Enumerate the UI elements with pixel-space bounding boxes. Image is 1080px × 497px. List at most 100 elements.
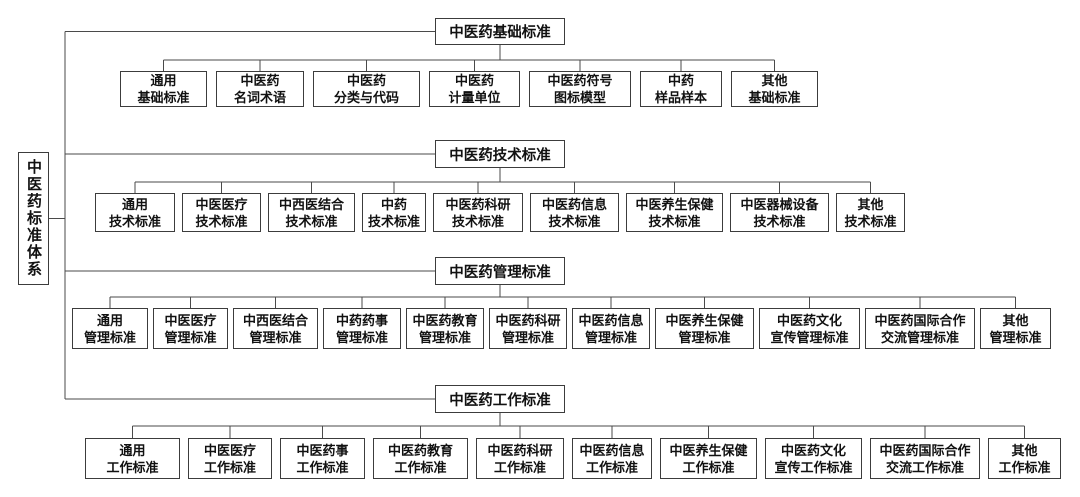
child-node-3-4: 中医药科研工作标准 bbox=[476, 438, 564, 479]
node-label-line2: 工作标准 bbox=[203, 459, 256, 475]
node-label-line2: 宣传工作标准 bbox=[774, 459, 853, 475]
node-label-line1: 中医药国际合作 bbox=[874, 312, 966, 328]
node-label-line1: 中医药信息 bbox=[578, 312, 644, 328]
node-label-line2: 技术标准 bbox=[451, 213, 504, 229]
child-node-3-2: 中医药事工作标准 bbox=[280, 438, 365, 479]
node-label-line1: 中医药信息 bbox=[541, 196, 607, 212]
node-label-line2: 计量单位 bbox=[448, 90, 501, 105]
node-label-line2: 管理标准 bbox=[249, 329, 302, 345]
child-node-0-1: 中医药名词术语 bbox=[216, 71, 304, 107]
node-label-line2: 管理标准 bbox=[501, 329, 554, 345]
child-node-3-1: 中医医疗工作标准 bbox=[188, 438, 272, 479]
branch-title-2: 中医药管理标准 bbox=[435, 257, 565, 285]
node-label-line1: 通用 bbox=[121, 196, 148, 212]
child-node-3-3: 中医药教育工作标准 bbox=[373, 438, 468, 479]
branch-title-0: 中医药基础标准 bbox=[435, 18, 565, 45]
node-label-line1: 中医器械设备 bbox=[740, 196, 819, 212]
node-label-line2: 工作标准 bbox=[106, 459, 159, 475]
node-label-line2: 交流管理标准 bbox=[880, 329, 959, 345]
child-node-3-6: 中医养生保健工作标准 bbox=[660, 438, 757, 479]
node-label-line2: 技术标准 bbox=[367, 213, 420, 229]
node-label-line1: 中西医结合 bbox=[242, 312, 308, 328]
node-label-line2: 管理标准 bbox=[83, 329, 136, 345]
node-label-line1: 中医养生保健 bbox=[669, 442, 748, 458]
child-node-3-5: 中医药信息工作标准 bbox=[572, 438, 652, 479]
child-node-2-1: 中医医疗管理标准 bbox=[153, 308, 228, 349]
node-label-line1: 中医药文化 bbox=[780, 442, 846, 458]
child-node-2-2: 中西医结合管理标准 bbox=[233, 308, 318, 349]
node-label-line2: 工作标准 bbox=[682, 459, 735, 475]
child-node-3-7: 中医药文化宣传工作标准 bbox=[765, 438, 862, 479]
node-label-line2: 基础标准 bbox=[748, 90, 801, 105]
node-label-line2: 图标模型 bbox=[553, 90, 606, 105]
node-label-line1: 中医药文化 bbox=[776, 312, 842, 328]
node-label-line1: 中医药 bbox=[454, 73, 494, 88]
node-label-line2: 工作标准 bbox=[585, 459, 638, 475]
node-label-line2: 技术标准 bbox=[844, 213, 897, 229]
node-label-line1: 中医药符号 bbox=[547, 73, 613, 88]
node-label-line1: 中医养生保健 bbox=[635, 196, 714, 212]
child-node-2-3: 中药药事管理标准 bbox=[323, 308, 401, 349]
child-node-1-7: 中医器械设备技术标准 bbox=[730, 193, 829, 232]
node-label-line1: 中药 bbox=[667, 73, 694, 88]
child-node-2-0: 通用管理标准 bbox=[72, 308, 148, 349]
node-label-line1: 中医药事 bbox=[296, 442, 349, 458]
node-label-line1: 中医药信息 bbox=[579, 442, 645, 458]
node-label-line2: 管理标准 bbox=[584, 329, 637, 345]
node-label-line1: 中医药 bbox=[240, 73, 280, 88]
branch-title-1: 中医药技术标准 bbox=[435, 140, 565, 168]
child-node-2-6: 中医药信息管理标准 bbox=[572, 308, 650, 349]
child-node-1-3: 中药技术标准 bbox=[362, 193, 426, 232]
node-label-line2: 技术标准 bbox=[195, 213, 248, 229]
node-label-line2: 技术标准 bbox=[648, 213, 701, 229]
child-node-1-5: 中医药信息技术标准 bbox=[530, 193, 619, 232]
child-node-2-8: 中医药文化宣传管理标准 bbox=[759, 308, 860, 349]
node-label-line1: 中医医疗 bbox=[164, 312, 217, 328]
child-node-2-5: 中医药科研管理标准 bbox=[489, 308, 567, 349]
child-node-3-0: 通用工作标准 bbox=[85, 438, 180, 479]
node-label-line1: 中医养生保健 bbox=[665, 312, 744, 328]
node-label-line1: 通用 bbox=[150, 73, 177, 88]
node-label-line2: 管理标准 bbox=[418, 329, 471, 345]
node-label-line2: 分类与代码 bbox=[333, 90, 399, 105]
node-label-line2: 基础标准 bbox=[137, 90, 190, 105]
node-label-line2: 样品样本 bbox=[654, 90, 707, 105]
node-label-line1: 中药药事 bbox=[335, 312, 388, 328]
child-node-1-2: 中西医结合技术标准 bbox=[268, 193, 355, 232]
child-node-2-9: 中医药国际合作交流管理标准 bbox=[865, 308, 975, 349]
child-node-0-5: 中药样品样本 bbox=[640, 71, 722, 107]
child-node-1-6: 中医养生保健技术标准 bbox=[626, 193, 723, 232]
node-label-line2: 名词术语 bbox=[233, 90, 286, 105]
child-node-1-1: 中医医疗技术标准 bbox=[182, 193, 261, 232]
child-node-2-7: 中医养生保健管理标准 bbox=[655, 308, 754, 349]
branch-title-3: 中医药工作标准 bbox=[435, 385, 565, 413]
node-label-line1: 中医药科研 bbox=[495, 312, 561, 328]
node-label-line2: 技术标准 bbox=[108, 213, 161, 229]
child-node-0-6: 其他基础标准 bbox=[731, 71, 818, 107]
child-node-3-9: 其他工作标准 bbox=[988, 438, 1061, 479]
child-node-3-8: 中医药国际合作交流工作标准 bbox=[870, 438, 980, 479]
node-label-line1: 其他 bbox=[761, 73, 788, 88]
child-node-1-4: 中医药科研技术标准 bbox=[433, 193, 523, 232]
child-node-0-0: 通用基础标准 bbox=[120, 71, 207, 107]
node-label-line2: 交流工作标准 bbox=[885, 459, 964, 475]
node-label-line1: 中医医疗 bbox=[203, 442, 256, 458]
node-label-line2: 技术标准 bbox=[548, 213, 601, 229]
node-label-line1: 通用 bbox=[119, 442, 146, 458]
node-label-line1: 通用 bbox=[96, 312, 123, 328]
node-label-line2: 技术标准 bbox=[285, 213, 338, 229]
node-label-line1: 其他 bbox=[857, 196, 884, 212]
child-node-2-10: 其他管理标准 bbox=[980, 308, 1051, 349]
node-label-line1: 中医药 bbox=[346, 73, 386, 88]
node-label-line2: 管理标准 bbox=[989, 329, 1042, 345]
node-label-line2: 管理标准 bbox=[335, 329, 388, 345]
node-label-line2: 管理标准 bbox=[164, 329, 217, 345]
node-label-line1: 中药 bbox=[380, 196, 407, 212]
node-label-line1: 中医药教育 bbox=[412, 312, 478, 328]
node-label-line2: 管理标准 bbox=[678, 329, 731, 345]
child-node-0-4: 中医药符号图标模型 bbox=[529, 71, 631, 107]
node-label-line1: 中医药科研 bbox=[487, 442, 553, 458]
node-label-line1: 中西医结合 bbox=[278, 196, 344, 212]
